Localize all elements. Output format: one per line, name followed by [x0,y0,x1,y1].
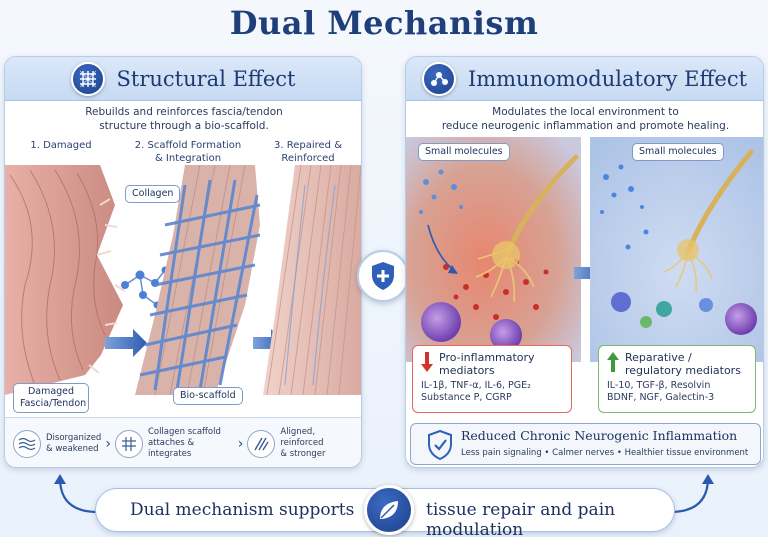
banner-right-text: tissue repair and pain modulation [426,500,616,537]
bottom-banner: Dual mechanism supports tissue repair an… [95,485,675,537]
leaf-icon [380,501,398,519]
leaf-badge [364,485,414,535]
reduced-inflammation-subtitle: Less pain signaling • Calmer nerves • He… [461,448,749,458]
pro-inflammatory-box: Pro-inflammatory mediators IL-1β, TNF-α,… [412,345,572,413]
damaged-tissue-callout: Damaged Fascia/Tendon [13,383,89,413]
aligned-lines-icon [247,429,276,458]
reparative-mediators-box: Reparative / regulatory mediators IL-10,… [598,345,756,413]
immunomodulatory-effect-panel: Immunomodulatory Effect Modulates the lo… [405,56,764,468]
chevron-right-icon: › [105,435,111,452]
wavy-lines-icon [13,429,41,458]
reduced-inflammation-box: Reduced Chronic Neurogenic Inflammation … [410,423,761,465]
arrow-right-icon [105,329,147,357]
shield-check-icon [428,430,452,460]
structural-effect-panel: Structural Effect Rebuilds and reinforce… [4,56,362,468]
page-title: Dual Mechanism [229,4,539,42]
step-repaired-label: 3. Repaired & Reinforced [274,140,342,164]
step-damaged-label: 1. Damaged [30,140,92,151]
mesh-icon [70,61,105,96]
arrow-up-icon [607,352,619,372]
banner-left-text: Dual mechanism supports [130,500,355,520]
collagen-callout: Collagen [125,185,181,203]
structural-panel-title: Structural Effect [116,66,296,91]
reduced-inflammation-title: Reduced Chronic Neurogenic Inflammation [461,428,738,443]
molecule-icon [421,61,456,96]
grid-icon [114,429,143,458]
bio-scaffold-callout: Bio-scaffold [173,387,243,405]
calm-tissue [590,137,763,362]
summary-aligned: Aligned, reinforced& stronger [247,427,355,460]
inflamed-tissue [406,137,581,362]
structural-panel-header: Structural Effect [5,57,361,101]
curved-arrow-right [669,474,714,514]
small-molecules-callout-left: Small molecules [418,143,510,161]
immuno-illustration [406,137,763,362]
structural-summary-row: Disorganized& weakened › Collagen scaffo… [5,417,361,467]
curved-arrow-left [54,474,99,514]
small-molecules-callout-right: Small molecules [632,143,724,161]
collagen-molecule [121,266,169,309]
summary-disorganized: Disorganized& weakened [13,429,101,458]
structural-subtitle: Rebuilds and reinforces fascia/tendon st… [85,106,283,132]
shield-badge [357,250,409,302]
immuno-subtitle: Modulates the local environment to reduc… [441,106,730,132]
immuno-panel-header: Immunomodulatory Effect [406,57,763,101]
chevron-right-icon: › [237,435,244,452]
damaged-fibers [5,165,126,395]
arrow-down-icon [421,352,433,372]
step-scaffold-label: 2. Scaffold Formation & Integration [134,140,242,164]
shield-plus-icon [372,262,394,290]
structural-illustration [5,165,361,396]
repaired-fibers [263,165,361,396]
scaffold-fibers [135,165,261,396]
immuno-panel-title: Immunomodulatory Effect [467,66,748,91]
